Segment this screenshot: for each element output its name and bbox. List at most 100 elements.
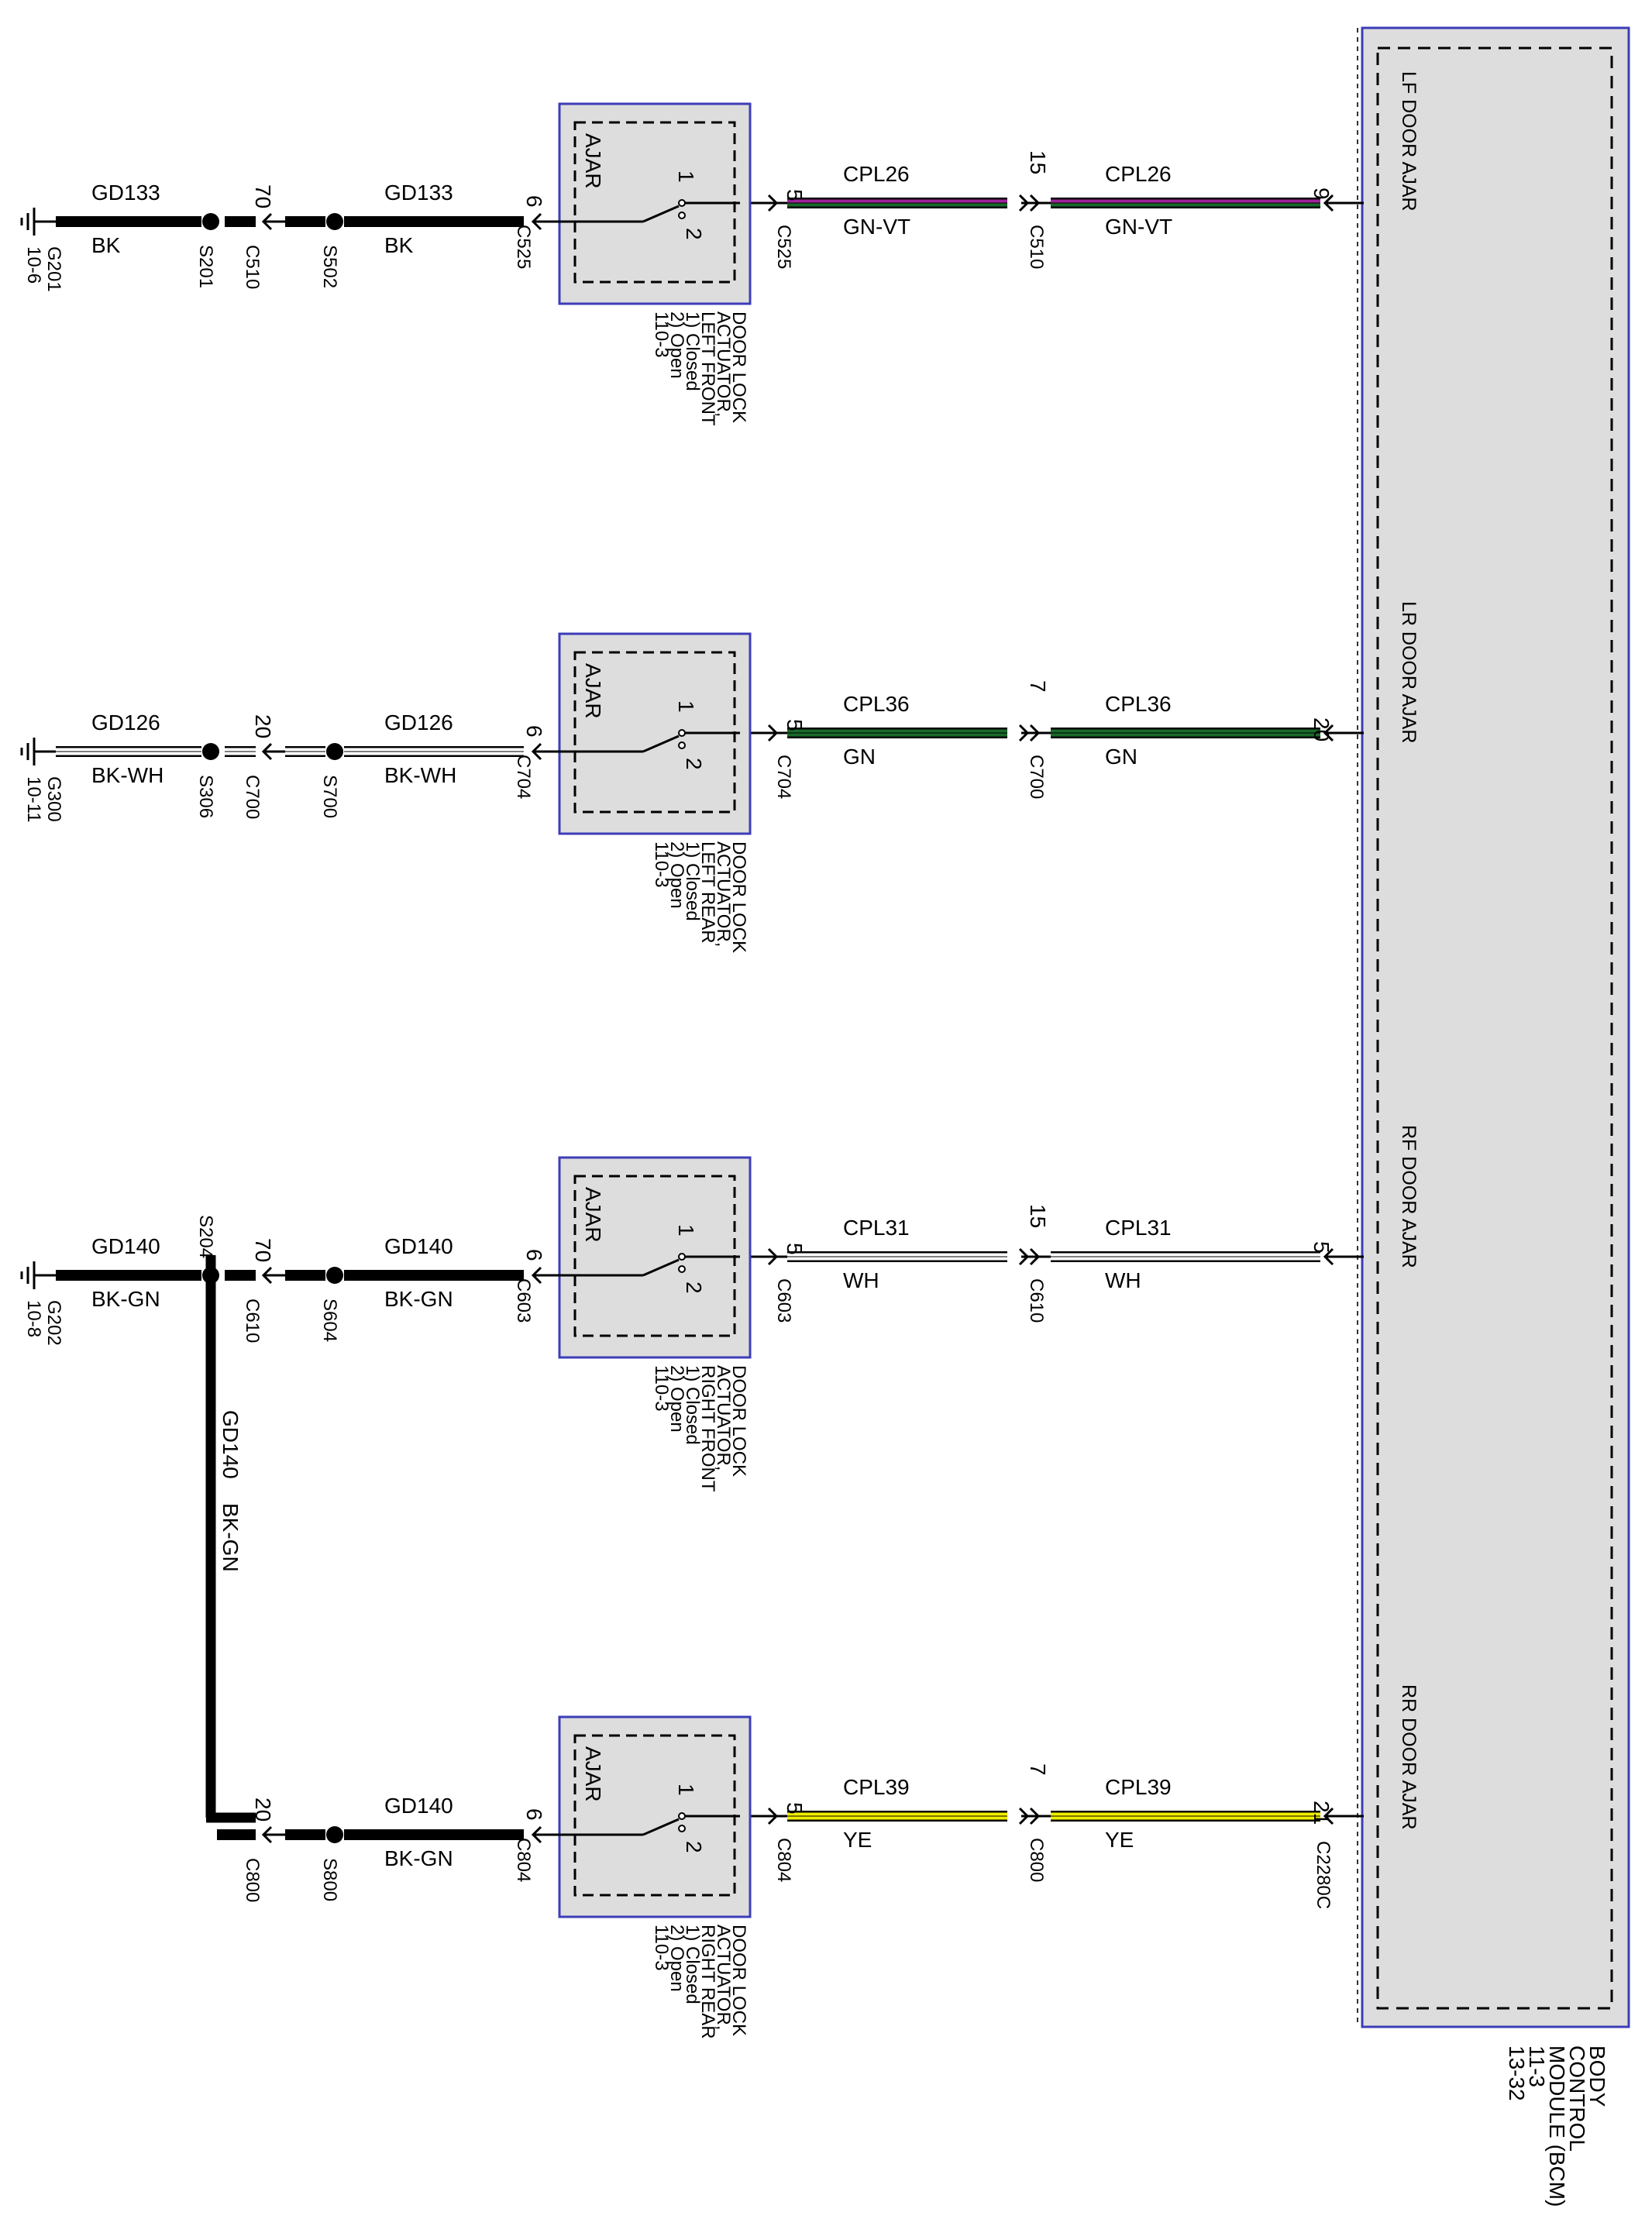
circuit-row-rf: RF DOOR AJAR5CPL31WHCPL31WH15C6105C603AJ… (20, 1125, 1420, 1492)
actuator-label-line: RIGHT REAR (697, 1925, 718, 2039)
actuator-label-line: 110-3 (651, 1925, 672, 1971)
bcm-pin-chevron (1323, 1807, 1334, 1825)
signal-circuit-label: CPL36 (843, 692, 910, 716)
splice-near-actuator (326, 743, 343, 760)
ground-ref: 10-6 (23, 246, 44, 284)
ground-wire-segment (225, 1270, 256, 1281)
ground-symbol-icon (20, 738, 56, 765)
ground-symbol-icon (20, 1261, 56, 1289)
module-pin-label: RR DOOR AJAR (1398, 1684, 1420, 1830)
link-circuit-label: GD140 (219, 1410, 243, 1479)
signal-color-label: GN (843, 745, 876, 769)
ground-name: G201 (43, 246, 64, 292)
signal-wire-actuator-side (787, 728, 1007, 738)
actuator-signal-pin: 5 (783, 719, 807, 731)
ground-inline-chevron (261, 1266, 273, 1285)
ground-inline-pin: 20 (251, 714, 275, 738)
splice-near-ground (202, 743, 219, 760)
actuator-label-line: LEFT FRONT (697, 311, 718, 426)
actuator-signal-connector: C804 (773, 1838, 794, 1882)
ground-symbol-icon (20, 208, 56, 236)
actuator-signal-chevron (767, 1247, 779, 1266)
ground-color-label: BK-GN (384, 1846, 453, 1870)
switch-tag: AJAR (581, 1746, 605, 1802)
actuator-label-line: ACTUATOR, (713, 1925, 734, 2030)
splice-near-ground-label: S204 (195, 1215, 216, 1258)
signal-circuit-label: CPL39 (1105, 1775, 1172, 1799)
switch-contact-1 (678, 199, 686, 207)
signal-wire-bcm-side (1051, 1811, 1320, 1822)
ground-color-label: BK-WH (384, 763, 456, 787)
signal-wire-bcm-side (1051, 1251, 1320, 1262)
splice-near-ground-label: S306 (195, 775, 216, 818)
actuator-ground-connector: C603 (513, 1278, 534, 1323)
ground-circuit-label: GD140 (91, 1234, 160, 1258)
signal-inline-pin: 7 (1026, 1763, 1050, 1776)
splice-near-ground (202, 213, 219, 230)
ground-name: G202 (43, 1300, 64, 1346)
signal-circuit-label: CPL39 (843, 1775, 910, 1799)
ground-name: G300 (43, 776, 64, 822)
signal-wire-bcm-side (1051, 728, 1320, 738)
splice-near-actuator (326, 1267, 343, 1284)
switch-tag: AJAR (581, 663, 605, 719)
actuator-signal-pin: 5 (783, 189, 807, 201)
body-control-module: BODY CONTROL MODULE (BCM) 11-3 13-32 (1357, 26, 1630, 2207)
switch-tag: AJAR (581, 133, 605, 189)
signal-color-label: GN-VT (843, 215, 910, 239)
signal-circuit-label: CPL31 (1105, 1216, 1172, 1240)
signal-inline-connector: C700 (1026, 755, 1047, 799)
ground-color-label: BK (384, 233, 414, 257)
ground-wire-actuator-side (344, 1270, 524, 1281)
actuator-label-line: LEFT REAR (697, 841, 718, 944)
inline-connector-chevron (1029, 1247, 1041, 1266)
switch-contact-2 (678, 212, 686, 219)
signal-inline-connector: C800 (1026, 1838, 1047, 1882)
actuator-label-line: DOOR LOCK (728, 1925, 749, 2036)
ground-circuit-label: GD140 (384, 1234, 453, 1258)
signal-wire-actuator-side (787, 1811, 1007, 1822)
actuator-ground-pin: 6 (522, 195, 546, 208)
actuator-ground-chevron (531, 1266, 542, 1285)
bcm-label: BODY CONTROL MODULE (BCM) 11-3 13-32 (1505, 2045, 1609, 2207)
actuator-label-line: DOOR LOCK (728, 1365, 749, 1477)
actuator-label-line: 110-3 (651, 841, 672, 888)
module-pin-number: 9 (1310, 187, 1334, 200)
signal-circuit-label: CPL36 (1105, 692, 1172, 716)
switch-contact-1 (678, 1253, 686, 1261)
inline-connector-chevron (1018, 194, 1030, 212)
signal-circuit-label: CPL31 (843, 1216, 910, 1240)
bcm-label-line: CONTROL (1565, 2045, 1589, 2152)
ground-inline-chevron (261, 212, 273, 231)
module-pin-label: LF DOOR AJAR (1398, 71, 1420, 212)
actuator-signal-connector: C603 (773, 1278, 794, 1323)
ground-wire-segment (225, 746, 256, 757)
bcm-label-line: MODULE (BCM) (1545, 2045, 1569, 2207)
ground-circuit-label: GD126 (91, 710, 160, 735)
signal-color-label: GN (1105, 745, 1137, 769)
signal-inline-pin: 15 (1026, 150, 1050, 174)
ground-wire-to-inline (285, 216, 325, 227)
switch-contact-1 (678, 1812, 686, 1820)
switch-position-2: 2 (682, 1841, 706, 1853)
actuator-label-line: 2) Open (666, 841, 687, 909)
actuator-label-line: DOOR LOCK (728, 841, 749, 953)
ground-wire-actuator-side (344, 216, 524, 227)
actuator-label-line: ACTUATOR, (713, 311, 734, 417)
splice-near-actuator-label: S700 (319, 775, 340, 818)
inline-connector-chevron (1018, 724, 1030, 742)
ground-inline-connector: C800 (242, 1858, 263, 1902)
signal-color-label: GN-VT (1105, 215, 1172, 239)
actuator-label-line: 1) Closed (682, 1365, 703, 1445)
signal-color-label: WH (1105, 1268, 1141, 1292)
ground-circuit-label: GD140 (384, 1794, 453, 1818)
ground-ref: 10-11 (23, 776, 44, 823)
ground-inline-chevron (261, 742, 273, 761)
module-pin-number: 5 (1310, 1241, 1334, 1254)
switch-tag: AJAR (581, 1187, 605, 1243)
splice-near-ground-label: S201 (195, 245, 216, 288)
switch-position-1: 1 (674, 700, 698, 713)
